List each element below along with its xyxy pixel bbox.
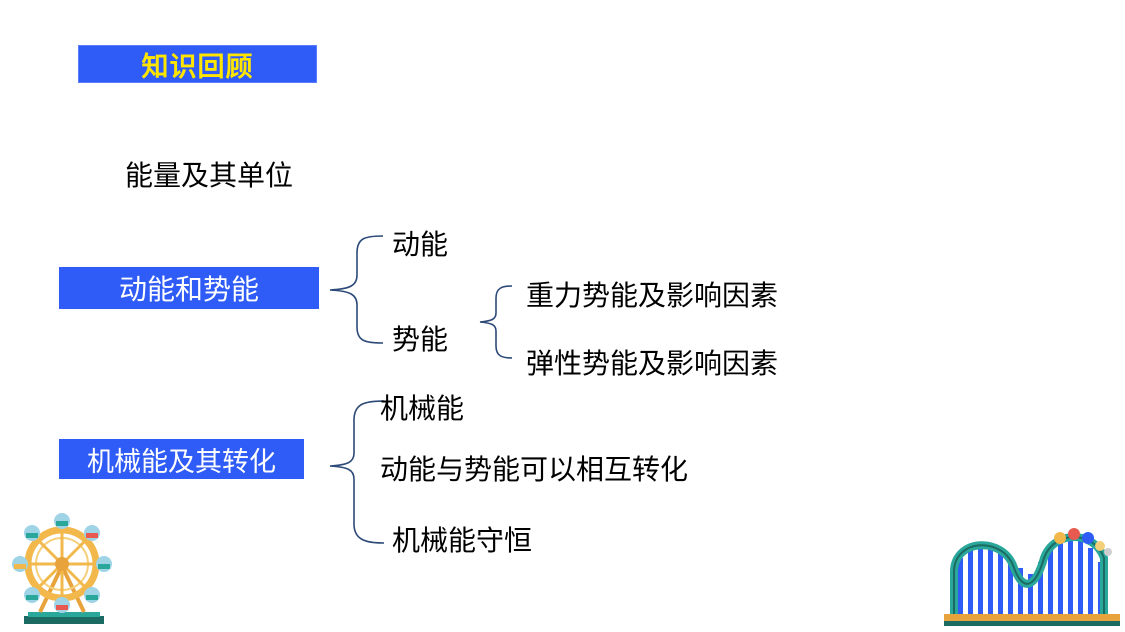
kinetic-energy-text: 动能: [392, 228, 449, 261]
brace-potential: [479, 285, 513, 359]
brace-kinetic-potential: [329, 235, 384, 344]
title-banner: 知识回顾: [78, 45, 317, 83]
mechanical-energy-label: 机械能及其转化: [59, 439, 304, 479]
kinetic-potential-label: 动能和势能: [59, 267, 319, 309]
ferris-wheel-icon: [12, 513, 112, 624]
energy-unit-text: 能量及其单位: [125, 159, 294, 192]
elastic-potential-text: 弹性势能及影响因素: [526, 347, 779, 380]
conversion-text: 动能与势能可以相互转化: [380, 453, 689, 486]
gravitational-potential-text: 重力势能及影响因素: [526, 279, 779, 312]
conservation-text: 机械能守恒: [392, 524, 533, 557]
brace-mechanical: [329, 400, 385, 544]
potential-energy-text: 势能: [392, 323, 449, 356]
roller-coaster-icon: [944, 528, 1120, 626]
mechanical-energy-text: 机械能: [380, 392, 465, 425]
slide-title: 知识回顾: [141, 51, 254, 83]
